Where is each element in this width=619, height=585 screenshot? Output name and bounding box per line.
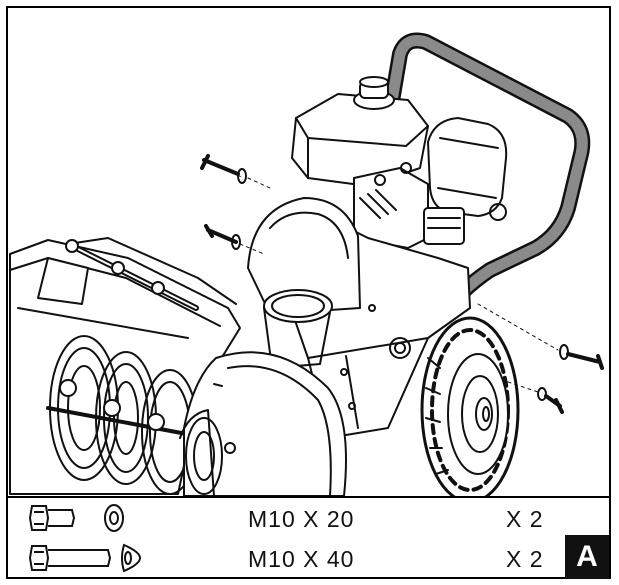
- hardware-quantity: X 2: [506, 506, 544, 532]
- short-bolt-icon: [26, 502, 86, 539]
- hardware-list: M10 X 20 X 2 M10 X 40 X 2 A: [8, 496, 609, 579]
- hardware-spec: M10 X 40: [248, 546, 355, 572]
- cone-washer-icon: [116, 542, 144, 579]
- side-plate: [179, 351, 347, 496]
- hardware-row: M10 X 20 X 2: [8, 498, 568, 538]
- snowblower-assembly-illustration: [8, 8, 609, 496]
- hardware-quantity: X 2: [506, 546, 544, 572]
- auger-housing: [247, 197, 361, 369]
- handle-bar: [378, 32, 591, 326]
- step-badge: A: [565, 535, 609, 579]
- hardware-row: M10 X 40 X 2: [8, 538, 568, 578]
- engine: [291, 76, 508, 299]
- long-bolt-icon: [26, 542, 116, 579]
- flat-washer-icon: [100, 502, 128, 539]
- wheel: [420, 316, 520, 496]
- instruction-panel: M10 X 20 X 2 M10 X 40 X 2 A: [6, 6, 611, 579]
- bolt-callouts: [200, 154, 604, 414]
- hardware-spec: M10 X 20: [248, 506, 355, 532]
